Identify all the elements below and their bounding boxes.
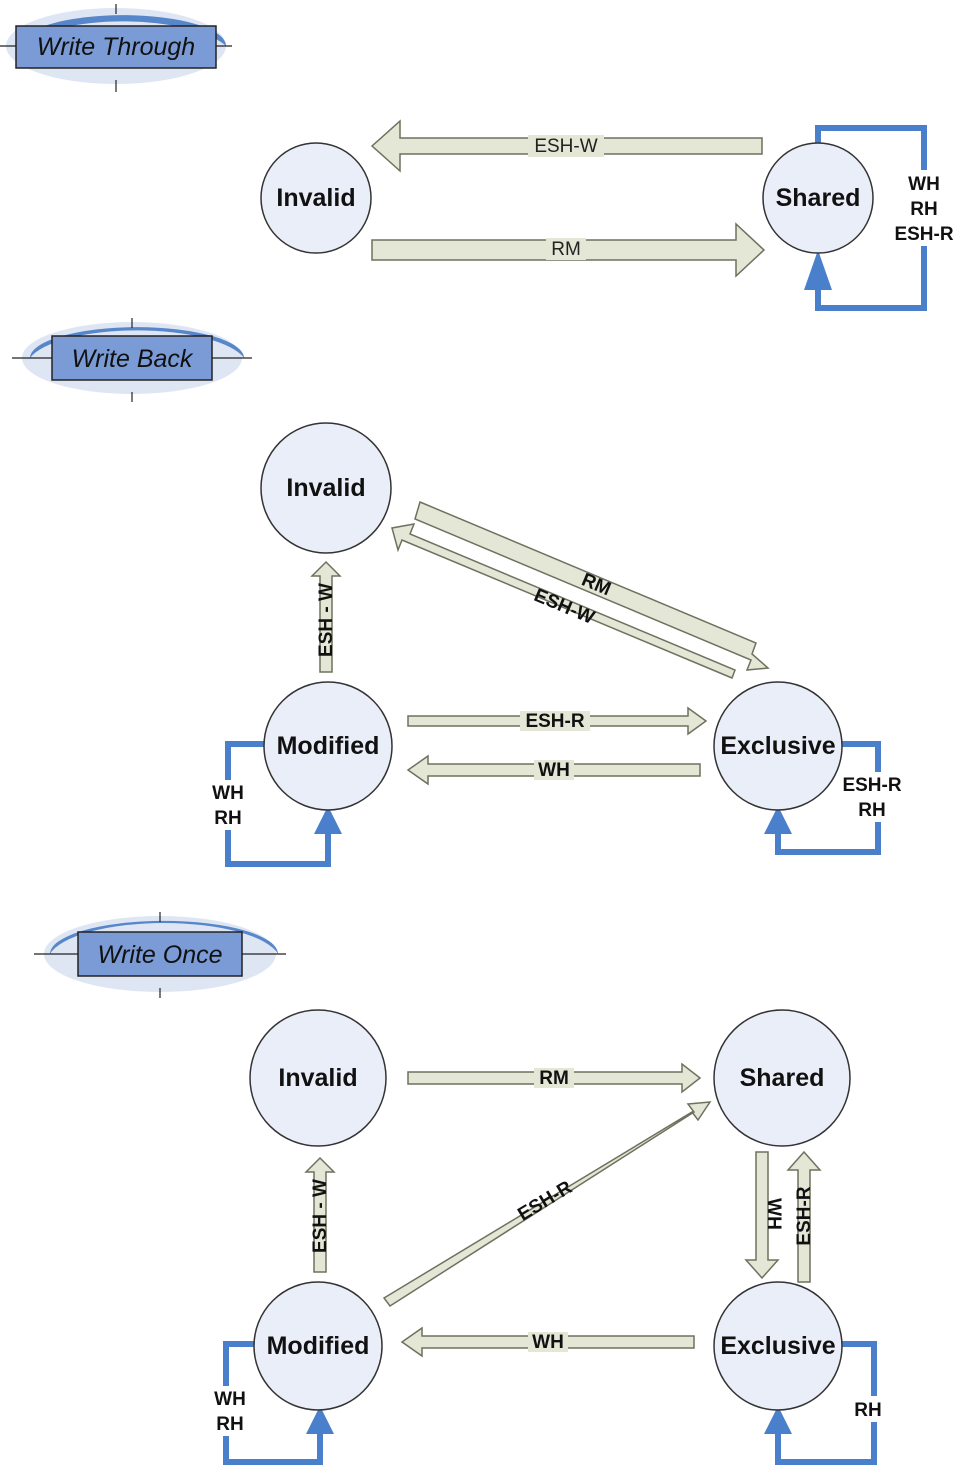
wb-state-invalid-label: Invalid	[286, 474, 365, 502]
wb-edge-exclusive-to-invalid: ESH-W	[391, 523, 736, 679]
wt-loop-label-1: WH	[908, 174, 940, 195]
wt-edge-shared-to-invalid: ESH-W	[370, 119, 763, 173]
wt-state-invalid-label: Invalid	[276, 184, 355, 212]
wo-edge-label-esh-w-vert: ESH - W	[310, 1179, 331, 1253]
wb-edge-label-wh: WH	[538, 760, 570, 781]
wb-loop-exclusive-label-1: ESH-R	[842, 775, 901, 796]
wb-loop-modified: WH RH	[206, 741, 342, 867]
wt-edge-label-esh-w: ESH-W	[534, 136, 597, 157]
wb-edge-modified-to-exclusive: ESH-R	[407, 706, 708, 736]
wo-edge-exclusive-to-modified: WH	[400, 1326, 695, 1358]
wo-loop-exclusive-label-1: RH	[854, 1400, 881, 1421]
wo-edge-modified-to-shared: ESH-R	[382, 1101, 712, 1308]
wt-edge-label-rm: RM	[551, 239, 581, 260]
wo-edge-label-wh: WH	[532, 1332, 564, 1353]
wo-loop-exclusive: RH	[764, 1341, 890, 1465]
wb-loop-exclusive-label-2: RH	[858, 800, 885, 821]
wo-state-modified: Modified	[253, 1281, 383, 1411]
wb-loop-exclusive: ESH-R RH	[764, 741, 910, 855]
wo-loop-modified-label-1: WH	[214, 1389, 246, 1410]
wb-state-modified-label: Modified	[277, 732, 380, 760]
write-through-title-badge: Write Through	[0, 4, 232, 92]
wo-loop-modified: WH RH	[208, 1341, 334, 1465]
wo-edge-label-esh-r-diag: ESH-R	[514, 1177, 576, 1226]
wo-state-exclusive: Exclusive	[713, 1281, 843, 1411]
wo-edge-exclusive-to-shared: ESH-R	[786, 1150, 822, 1283]
write-once-title-badge: Write Once	[34, 912, 286, 998]
wt-state-shared-label: Shared	[776, 184, 861, 212]
wt-loop-label-3: ESH-R	[894, 224, 953, 245]
wo-state-shared: Shared	[713, 1009, 851, 1147]
wt-state-invalid: Invalid	[260, 142, 372, 254]
wo-edge-modified-to-invalid: ESH - W	[304, 1156, 336, 1273]
wt-state-shared: Shared	[762, 142, 874, 254]
wb-state-invalid: Invalid	[260, 422, 392, 554]
wo-edge-label-esh-r-vert: ESH-R	[794, 1186, 815, 1245]
wb-state-modified: Modified	[263, 681, 393, 811]
wb-loop-modified-label-1: WH	[212, 783, 244, 804]
wo-state-invalid: Invalid	[249, 1009, 387, 1147]
wo-state-modified-label: Modified	[267, 1332, 370, 1360]
wb-edge-label-esh-r: ESH-R	[525, 711, 584, 732]
wb-edge-modified-to-invalid: ESH - W	[310, 560, 342, 673]
wo-state-invalid-label: Invalid	[278, 1064, 357, 1092]
wo-edge-shared-to-exclusive: WH	[744, 1151, 784, 1280]
wo-loop-modified-label-2: RH	[216, 1414, 243, 1435]
wt-edge-invalid-to-shared: RM	[371, 222, 766, 278]
wo-state-shared-label: Shared	[740, 1064, 825, 1092]
wb-edge-invalid-to-exclusive: RM	[414, 500, 770, 671]
write-back-title: Write Back	[72, 345, 194, 373]
wo-edge-invalid-to-shared: RM	[407, 1062, 702, 1094]
wb-edge-exclusive-to-modified: WH	[406, 754, 701, 786]
wo-edge-label-rm: RM	[539, 1068, 569, 1089]
wb-state-exclusive: Exclusive	[713, 681, 843, 811]
wo-edge-label-wh-vert: WH	[763, 1198, 784, 1230]
wt-loop-shared: WH RH ESH-R	[804, 125, 958, 311]
wb-loop-modified-label-2: RH	[214, 808, 241, 829]
write-once-title: Write Once	[97, 941, 222, 969]
wo-state-exclusive-label: Exclusive	[720, 1332, 835, 1360]
wb-state-exclusive-label: Exclusive	[720, 732, 835, 760]
write-through-title: Write Through	[37, 33, 195, 61]
wb-edge-label-esh-w-vert: ESH - W	[316, 583, 337, 657]
wt-loop-label-2: RH	[910, 199, 937, 220]
write-back-title-badge: Write Back	[12, 318, 252, 402]
